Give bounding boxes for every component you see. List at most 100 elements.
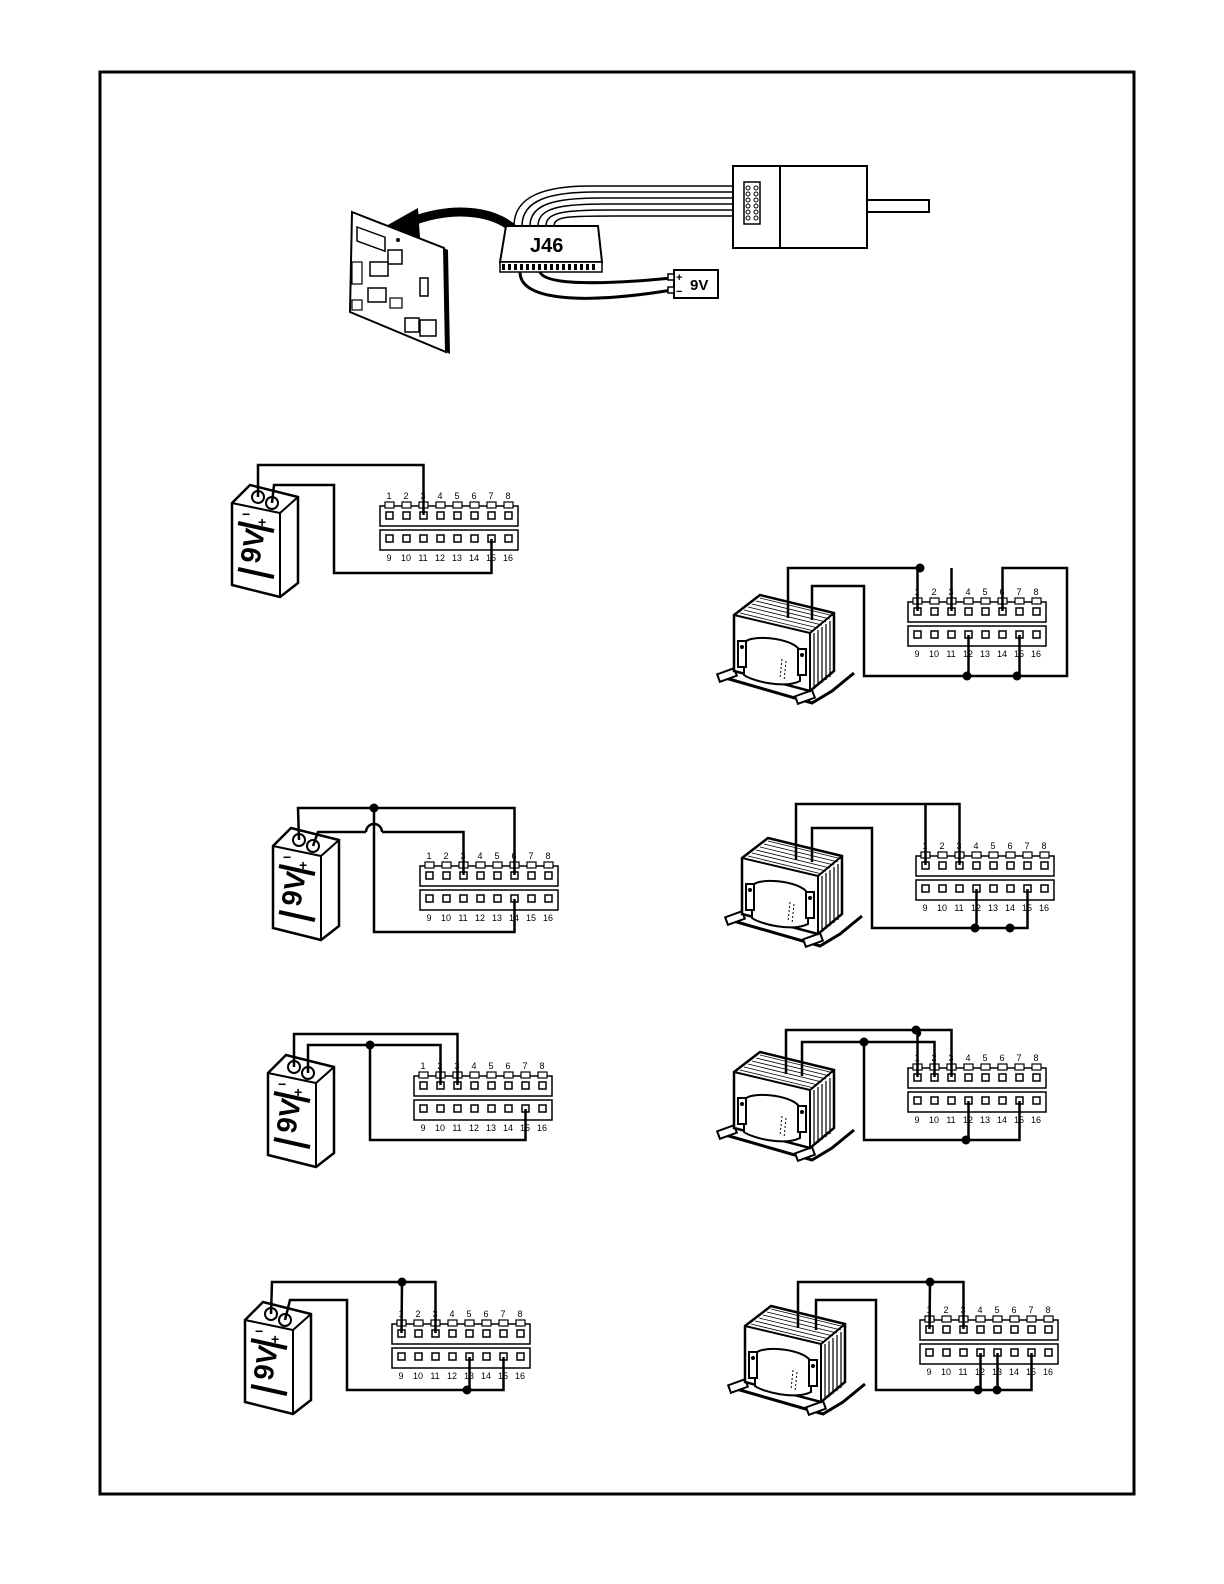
pin-number: 13: [486, 1123, 496, 1133]
j46-pin: [526, 264, 529, 270]
pin-number: 11: [452, 1123, 461, 1133]
pin-number: 10: [929, 649, 939, 659]
junction-dot: [915, 563, 925, 573]
battery-box-label: 9V: [690, 277, 708, 294]
pin-number: 4: [471, 1061, 476, 1071]
pin-slot: [947, 630, 956, 639]
pin-number: 10: [937, 903, 947, 913]
pin-number: 14: [997, 1115, 1007, 1125]
pin-slot: [913, 1096, 922, 1105]
transformer: [715, 1050, 855, 1163]
test-wire: [400, 1281, 404, 1334]
pin-number: 5: [982, 1053, 987, 1063]
j46-pin: [508, 264, 511, 270]
pin-slot: [959, 1348, 968, 1357]
pin-number: 5: [454, 491, 459, 501]
pin-number: 9: [420, 1123, 425, 1133]
pin-slot: [521, 1081, 530, 1090]
pin-number: 8: [539, 1061, 544, 1071]
pin-number: 10: [413, 1371, 423, 1381]
j46-pin: [568, 264, 571, 270]
pin-number: 2: [443, 851, 448, 861]
pin-slot: [1010, 1348, 1019, 1357]
pin-number: 5: [494, 851, 499, 861]
minus-sign: −: [255, 1323, 263, 1339]
pin-number: 13: [980, 649, 990, 659]
transformer: [726, 1304, 866, 1417]
pin-number: 13: [980, 1115, 990, 1125]
pin-slot: [998, 630, 1007, 639]
pin-slot: [425, 871, 434, 880]
pin-number: 8: [1045, 1305, 1050, 1315]
pin-slot: [527, 871, 536, 880]
connector-label: J46: [530, 235, 563, 257]
pin-slot: [487, 511, 496, 520]
pin-slot: [482, 1329, 491, 1338]
pin-number: 2: [943, 1305, 948, 1315]
pin-slot: [516, 1352, 525, 1361]
test-wire: [311, 830, 366, 847]
pin-number: 16: [1043, 1367, 1053, 1377]
motor-pin: [753, 203, 759, 209]
test-wire: [283, 1298, 505, 1392]
pin-slot: [938, 884, 947, 893]
pin-slot: [1015, 607, 1024, 616]
battery-9v: −+9V: [230, 483, 300, 599]
pin-number: 16: [503, 553, 513, 563]
arrow-icon: [408, 207, 524, 239]
pin-slot: [1040, 861, 1049, 870]
pin-slot: [385, 534, 394, 543]
pin-number: 12: [435, 553, 445, 563]
pin-slot: [930, 630, 939, 639]
pin-slot: [425, 894, 434, 903]
pin-slot: [436, 1104, 445, 1113]
pin-slot: [1006, 861, 1015, 870]
pin-number: 2: [403, 491, 408, 501]
plus-sign: +: [258, 514, 266, 530]
test-wire: [296, 806, 516, 875]
pin-number: 8: [1033, 1053, 1038, 1063]
plus-sign: +: [299, 857, 307, 873]
pin-slot: [442, 871, 451, 880]
pin-number: 8: [1033, 587, 1038, 597]
motor-pin: [745, 209, 751, 215]
j46-pin: [592, 264, 595, 270]
pin-number: 10: [441, 913, 451, 923]
test-wire: [794, 802, 961, 865]
pin-slot: [385, 511, 394, 520]
pin-slot: [1032, 1073, 1041, 1082]
pin-number: 14: [503, 1123, 513, 1133]
pin-slot: [981, 607, 990, 616]
pin-number: 2: [931, 587, 936, 597]
pin-slot: [453, 534, 462, 543]
pin-number: 4: [973, 841, 978, 851]
pin-slot: [989, 884, 998, 893]
pin-slot: [921, 884, 930, 893]
pin-slot: [1032, 607, 1041, 616]
motor-pin: [753, 209, 759, 215]
pin-slot: [1010, 1325, 1019, 1334]
pin-slot: [1032, 1096, 1041, 1105]
pin-slot: [981, 1073, 990, 1082]
pin-number: 5: [994, 1305, 999, 1315]
pin-number: 11: [430, 1371, 439, 1381]
pin-number: 16: [1039, 903, 1049, 913]
pin-slot: [448, 1352, 457, 1361]
test-wire: [256, 463, 425, 515]
j46-pin: [550, 264, 553, 270]
pin-slot: [964, 1073, 973, 1082]
pin-slot: [414, 1329, 423, 1338]
j46-pin: [502, 264, 505, 270]
j46-pin: [532, 264, 535, 270]
battery-label: 9V: [275, 869, 312, 908]
battery-label: 9V: [247, 1343, 284, 1382]
pin-number: 16: [1031, 1115, 1041, 1125]
pin-slot: [493, 894, 502, 903]
pin-slot: [419, 1104, 428, 1113]
